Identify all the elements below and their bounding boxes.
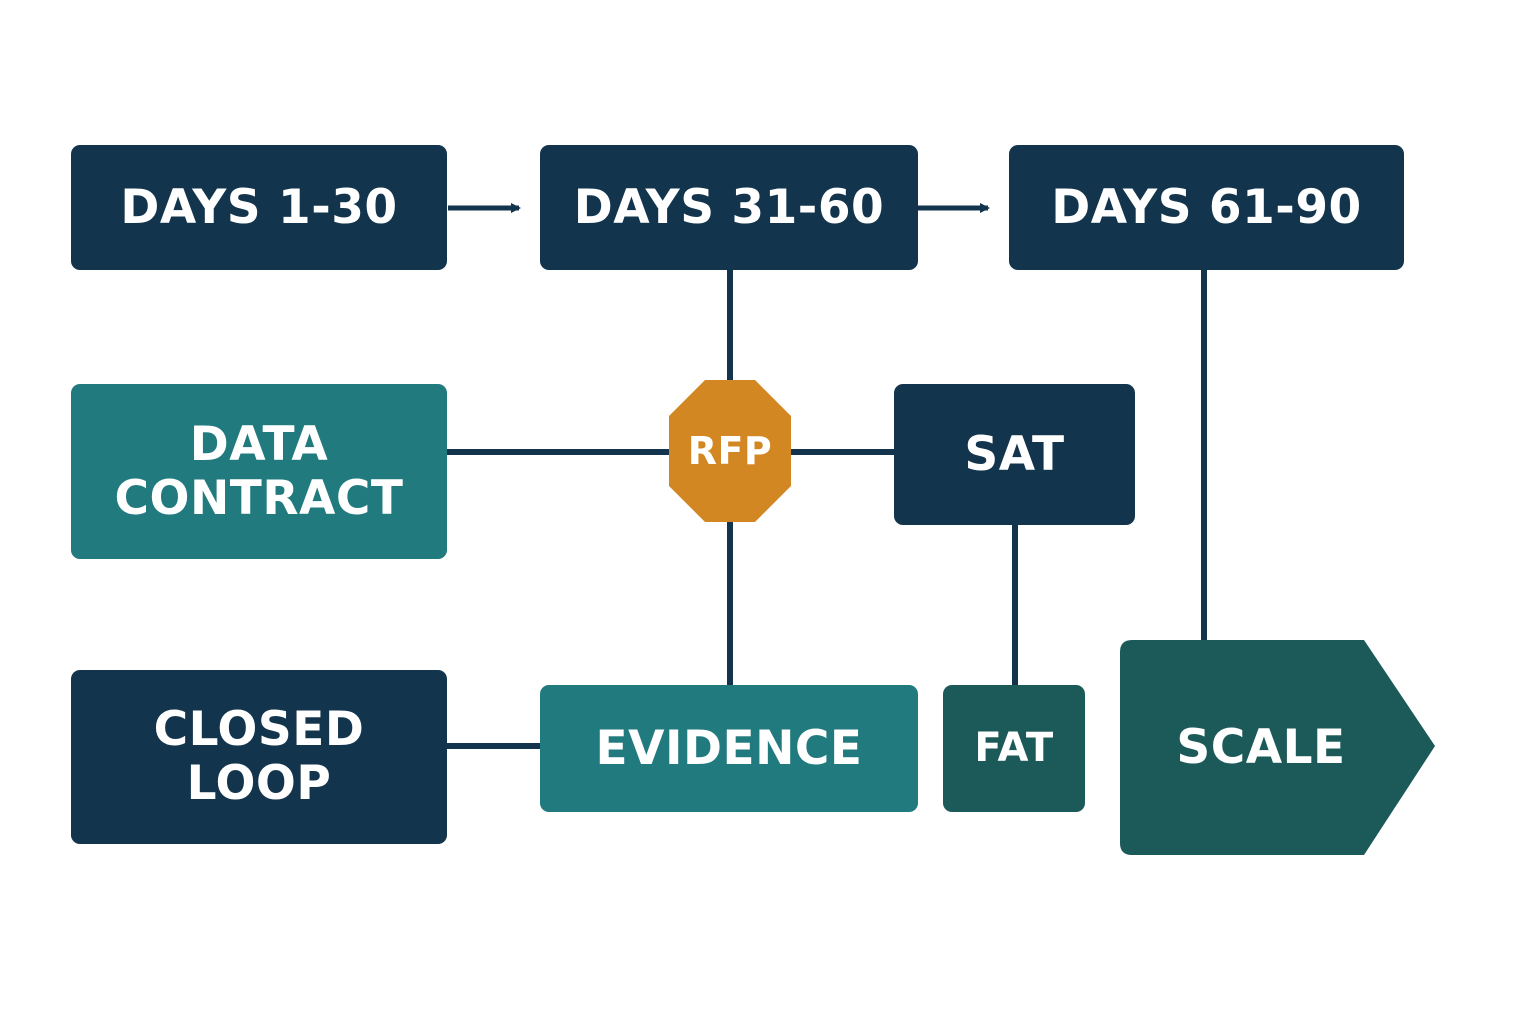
phase-days-61-90[interactable]: DAYS 61-90 <box>1009 145 1404 270</box>
node-closed-loop-text: CLOSED LOOP <box>154 703 365 810</box>
node-data-contract-line2: CONTRACT <box>114 470 404 526</box>
rfp-octagon[interactable] <box>669 380 791 522</box>
node-data-contract-text: DATA CONTRACT <box>115 418 404 525</box>
node-data-contract[interactable]: DATA CONTRACT <box>71 384 447 559</box>
node-closed-loop-line2: LOOP <box>186 756 332 811</box>
node-sat-label: SAT <box>964 426 1065 482</box>
phase-days-1-30-label: DAYS 1-30 <box>120 179 398 235</box>
node-evidence[interactable]: EVIDENCE <box>540 685 918 812</box>
phase-days-61-90-label: DAYS 61-90 <box>1051 179 1362 235</box>
node-evidence-label: EVIDENCE <box>595 720 863 776</box>
node-closed-loop[interactable]: CLOSED LOOP <box>71 670 447 844</box>
phase-days-31-60[interactable]: DAYS 31-60 <box>540 145 918 270</box>
node-closed-loop-line1: CLOSED <box>153 702 365 758</box>
node-data-contract-line1: DATA <box>189 416 329 472</box>
scale-arrow-shape[interactable] <box>1120 640 1435 855</box>
phase-days-1-30[interactable]: DAYS 1-30 <box>71 145 447 270</box>
node-fat[interactable]: FAT <box>943 685 1085 812</box>
node-sat[interactable]: SAT <box>894 384 1135 525</box>
node-fat-label: FAT <box>974 724 1054 771</box>
phase-days-31-60-label: DAYS 31-60 <box>573 179 885 235</box>
